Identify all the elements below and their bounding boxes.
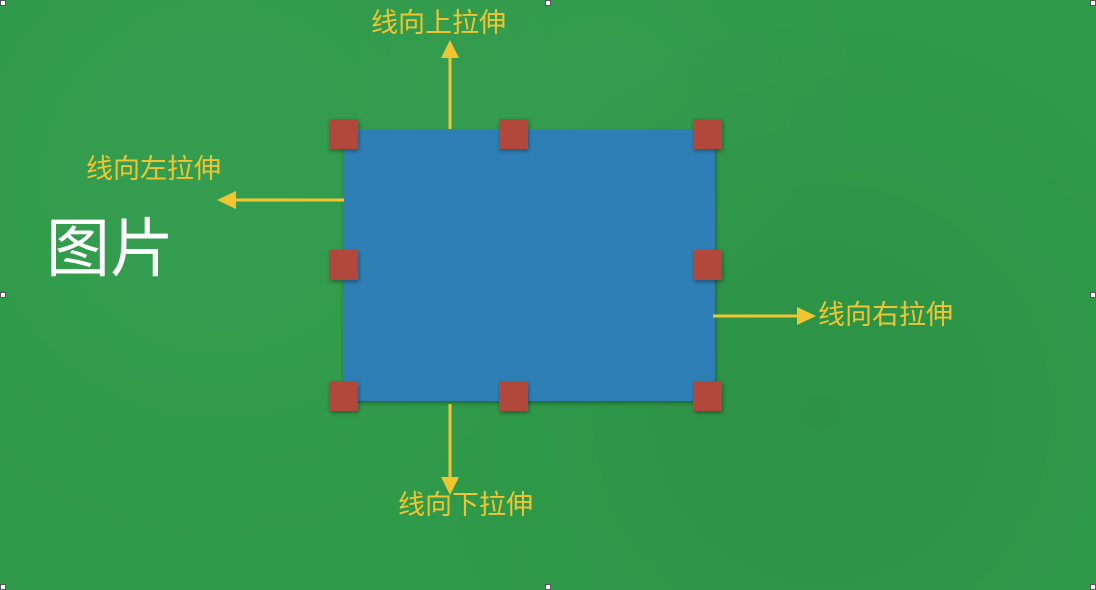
resize-handle-bottom-right[interactable]	[693, 381, 722, 411]
arrow-up	[441, 40, 459, 129]
arrow-right	[713, 307, 816, 325]
stretch-up-label: 线向上拉伸	[371, 8, 506, 39]
resize-handle-top-right[interactable]	[693, 119, 722, 149]
stretch-left-label: 线向左拉伸	[86, 154, 221, 185]
resize-handle-top-left[interactable]	[329, 119, 358, 149]
resize-handle-middle-right[interactable]	[693, 250, 722, 280]
stretch-right-label: 线向右拉伸	[818, 300, 953, 331]
stretch-rectangle	[343, 130, 715, 401]
arrow-left	[217, 191, 344, 209]
image-label: 图片	[46, 213, 174, 287]
selection-handle-top-center[interactable]	[545, 0, 551, 6]
selection-handle-middle-left[interactable]	[0, 292, 6, 298]
stretch-down-label: 线向下拉伸	[398, 490, 533, 521]
resize-handle-top-center[interactable]	[499, 119, 528, 149]
selection-handle-top-left[interactable]	[0, 0, 6, 6]
resize-handle-bottom-left[interactable]	[329, 381, 358, 411]
resize-handle-bottom-center[interactable]	[499, 381, 528, 411]
arrow-down	[441, 404, 459, 495]
resize-handle-middle-left[interactable]	[329, 250, 358, 280]
